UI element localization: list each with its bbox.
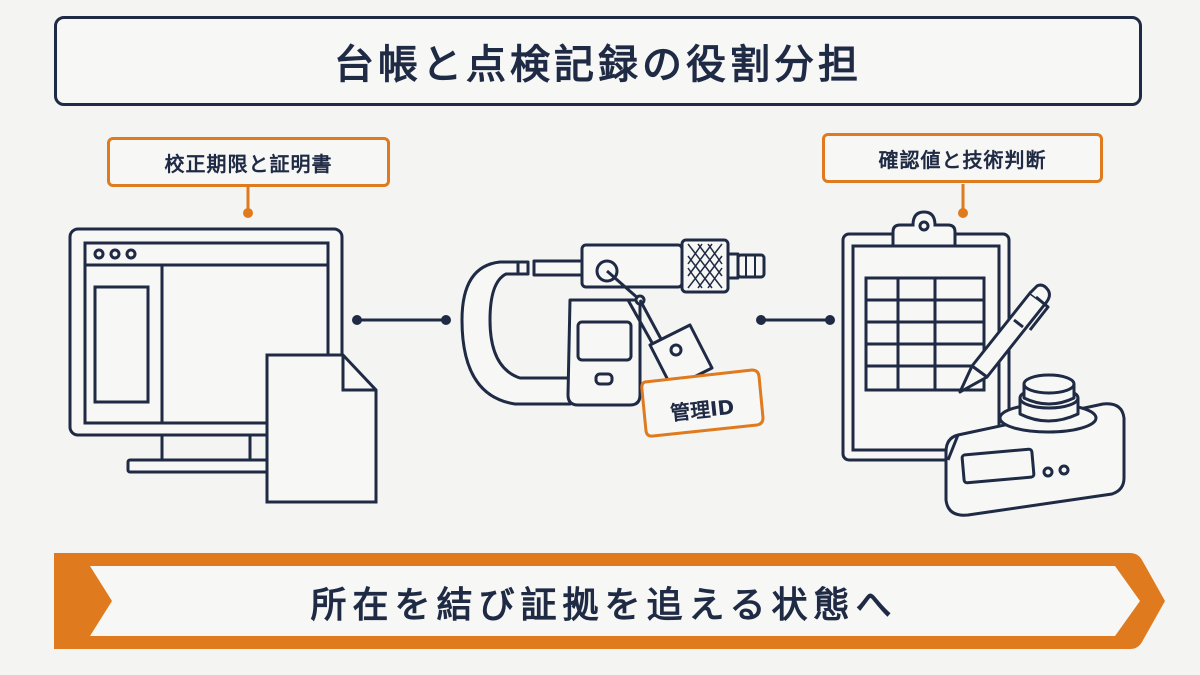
pen-icon xyxy=(958,283,1051,394)
id-tag-shape xyxy=(640,368,765,438)
right-label-connector xyxy=(958,184,968,218)
ledger-label: 校正期限と証明書 xyxy=(107,137,390,187)
inspection-record-label: 確認値と技術判断 xyxy=(822,133,1103,183)
page-title: 台帳と点検記録の役割分担 xyxy=(334,42,862,88)
clipboard-icon xyxy=(841,210,1011,462)
left-connector-line xyxy=(352,315,451,325)
precision-scale-icon xyxy=(944,373,1126,517)
title-box: 台帳と点検記録の役割分担 xyxy=(54,16,1142,106)
document-icon xyxy=(265,353,378,504)
micrometer-icon xyxy=(460,238,766,407)
left-label-connector xyxy=(243,187,253,218)
right-connector-line xyxy=(756,315,835,325)
bottom-banner-text: 所在を結び証拠を追える状態へ xyxy=(310,585,898,626)
bottom-banner-shape xyxy=(54,553,1165,649)
